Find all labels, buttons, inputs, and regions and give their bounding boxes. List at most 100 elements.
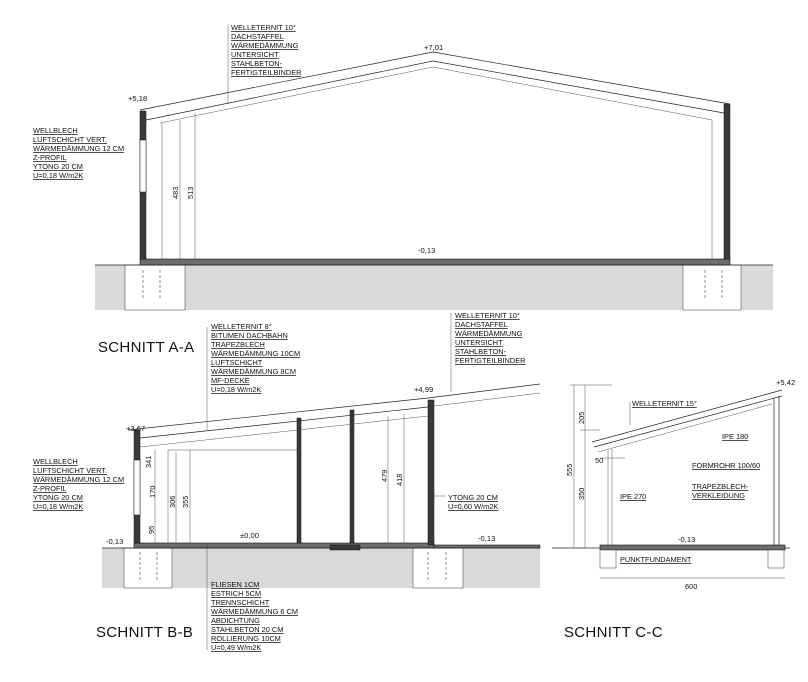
label-schnitt-cc-labels-welleternit: WELLETERNIT 15°	[632, 399, 697, 408]
label-schnitt-bb-dims-d170: 170	[148, 486, 157, 498]
label-schnitt-bb-roof-note-0: WELLETERNIT 8°	[211, 322, 272, 331]
floor-note-bb: FLIESEN 1CM ESTRICH 5CM TRENNSCHICHT WÄR…	[206, 543, 298, 652]
label-schnitt-bb-floor-note-2: TRENNSCHICHT	[211, 598, 270, 607]
drawing-line	[139, 139, 147, 193]
label-schnitt-cc-dims-d555: 555	[565, 464, 574, 476]
drawing-line	[329, 544, 361, 551]
label-schnitt-bb-wall-note-0: WELLBLECH	[33, 457, 78, 466]
label-schnitt-cc-dims-d50: 50	[595, 456, 603, 465]
label-schnitt-aa-wall-note-4: YTONG 20 CM	[33, 162, 83, 171]
label-schnitt-bb-roof-note-2: TRAPEZBLECH	[211, 340, 265, 349]
label-schnitt-bb-wall-note-2: WÄRMEDÄMMUNG 12 CM	[33, 475, 124, 484]
label-schnitt-bb-roof-note-6: MF-DECKE	[211, 376, 250, 385]
drawing-line	[159, 66, 713, 124]
level-right-bb: -0,13	[478, 534, 495, 543]
floor-slab-bb	[133, 542, 435, 549]
label-schnitt-aa-roof-note-0: WELLETERNIT 10°	[231, 23, 296, 32]
label-schnitt-bb-floor-note-3: WÄRMEDÄMMUNG 6 CM	[211, 607, 298, 616]
floor-slab-aa	[139, 258, 731, 266]
roof-aa	[139, 51, 731, 111]
drawing-line	[139, 406, 429, 439]
label-schnitt-aa-wall-note-2: WÄRMEDÄMMUNG 12 CM	[33, 144, 124, 153]
drawing-line	[597, 403, 773, 453]
label-schnitt-aa-roof-note-4: STAHLBETON-	[231, 59, 283, 68]
label-schnitt-bb-dims-d418: 418	[395, 474, 404, 486]
level-ridge-aa: +7,01	[424, 43, 443, 52]
label-schnitt-bb-floor-note-6: ROLLIERUNG 10CM	[211, 634, 281, 643]
label-schnitt-bb-wall-note-1: LUFTSCHICHT VERT.	[33, 466, 107, 475]
label-schnitt-bb-wall-note-3: Z-PROFIL	[33, 484, 67, 493]
label-schnitt-bb-dims-d341: 341	[144, 456, 153, 468]
label-schnitt-aa-wall-note-5: U=0,18 W/m2K	[33, 171, 83, 180]
drawing-line	[133, 459, 141, 516]
label-schnitt-bb-ytong-note-1: U=0,60 W/m2K	[448, 502, 498, 511]
wall-note-aa: WELLBLECH LUFTSCHICHT VERT. WÄRMEDÄMMUNG…	[33, 126, 124, 180]
label-schnitt-bb-wall-note-5: U=0,18 W/m2K	[33, 502, 83, 511]
label-schnitt-bb-roof-note-1: BITUMEN DACHBAHN	[211, 331, 288, 340]
label-schnitt-aa-wall-note-1: LUFTSCHICHT VERT.	[33, 135, 107, 144]
label-schnitt-bb-dims-d479: 479	[380, 470, 389, 482]
label-schnitt-bb-roof-note-right-1: DACHSTAFFEL	[455, 320, 508, 329]
ground-aa	[95, 265, 773, 310]
label-schnitt-bb-dims-d306: 306	[168, 496, 177, 508]
label-schnitt-cc-dims-d205: 205	[577, 412, 586, 424]
drawing-line	[593, 395, 783, 448]
label-schnitt-cc-labels-formrohr: FORMROHR 100/60	[692, 461, 760, 470]
roof-left-bb	[127, 397, 429, 431]
label-schnitt-bb-roof-note-7: U=0,18 W/m2K	[211, 385, 261, 394]
ground-bb	[102, 548, 540, 588]
level-floor-cc: -0,13	[678, 535, 695, 544]
label-schnitt-bb-ytong-note-0: YTONG 20 CM	[448, 493, 498, 502]
drawing-line	[349, 409, 355, 544]
level-top-cc: +5,42	[776, 378, 795, 387]
level-floor-aa: -0,13	[418, 246, 435, 255]
drawing-line	[433, 544, 541, 549]
roof-note-bb: WELLETERNIT 8° BITUMEN DACHBAHN TRAPEZBL…	[206, 322, 300, 430]
title-bb: SCHNITT B-B	[96, 624, 193, 641]
label-schnitt-cc-labels-ipe270: IPE 270	[620, 492, 646, 501]
title-aa: SCHNITT A-A	[98, 339, 194, 356]
label-schnitt-bb-dims-d95: 95	[147, 526, 156, 534]
label-schnitt-aa-roof-note-3: UNTERSICHT	[231, 50, 279, 59]
ytong-note-bb: YTONG 20 CM U=0,60 W/m2K	[434, 493, 498, 511]
label-schnitt-cc-dims-d350: 350	[577, 488, 586, 500]
wall-right-aa	[723, 103, 731, 260]
drawing-line	[599, 549, 617, 569]
footing-left-bb	[123, 547, 173, 589]
label-schnitt-cc-labels-trapez1: TRAPEZBLECH-	[692, 482, 749, 491]
dim-513-aa: 513	[186, 187, 195, 199]
footing-right-aa	[682, 264, 742, 311]
label-schnitt-cc-dims-d600: 600	[685, 582, 697, 591]
label-schnitt-bb-roof-note-3: WÄRMEDÄMMUNG 10CM	[211, 349, 300, 358]
drawing-line	[296, 417, 302, 544]
label-schnitt-bb-roof-note-right-5: FERTIGTEILBINDER	[455, 356, 526, 365]
label-schnitt-bb-wall-note-4: YTONG 20 CM	[33, 493, 83, 502]
title-cc: SCHNITT C-C	[564, 624, 663, 641]
label-schnitt-aa-roof-note-1: DACHSTAFFEL	[231, 32, 284, 41]
floor-slab-cc	[599, 544, 786, 551]
roof-cc	[591, 389, 783, 443]
level-right-top-bb: +4,99	[414, 385, 433, 394]
drawing-line	[767, 549, 785, 569]
label-schnitt-cc-labels-punkt: PUNKTFUNDAMENT	[620, 555, 692, 564]
label-schnitt-bb-floor-note-4: ABDICHTUNG	[211, 616, 260, 625]
label-schnitt-bb-floor-note-0: FLIESEN 1CM	[211, 580, 259, 589]
wall-right-bb	[427, 399, 435, 546]
label-schnitt-aa-wall-note-3: Z-PROFIL	[33, 153, 67, 162]
label-schnitt-bb-floor-note-5: STAHLBETON 20 CM	[211, 625, 283, 634]
label-schnitt-cc-labels-ipe180: IPE 180	[722, 432, 748, 441]
drawing-line	[433, 392, 541, 407]
drawing-line	[139, 415, 429, 448]
section-cc: 205 555 350 50 600 +5,42 -0,13 WELLETERN…	[552, 378, 795, 641]
label-schnitt-bb-floor-note-7: U=0,49 W/m2K	[211, 643, 261, 652]
label-schnitt-aa-roof-note-2: WÄRMEDÄMMUNG	[231, 41, 299, 50]
wall-note-bb: WELLBLECH LUFTSCHICHT VERT. WÄRMEDÄMMUNG…	[33, 457, 124, 511]
label-schnitt-aa-roof-note-5: FERTIGTEILBINDER	[231, 68, 302, 77]
label-schnitt-bb-floor-note-1: ESTRICH 5CM	[211, 589, 261, 598]
roof-note-right-bb: WELLETERNIT 10° DACHSTAFFEL WÄRMEDÄMMUNG…	[450, 311, 526, 392]
label-schnitt-bb-roof-note-right-4: STAHLBETON-	[455, 347, 507, 356]
label-schnitt-bb-roof-note-right-3: UNTERSICHT	[455, 338, 503, 347]
level-left-bb: -0,13	[106, 537, 123, 546]
section-aa: 483 513 +7,01 +5,18 -0,13 WELLETERNIT 10…	[33, 23, 773, 356]
